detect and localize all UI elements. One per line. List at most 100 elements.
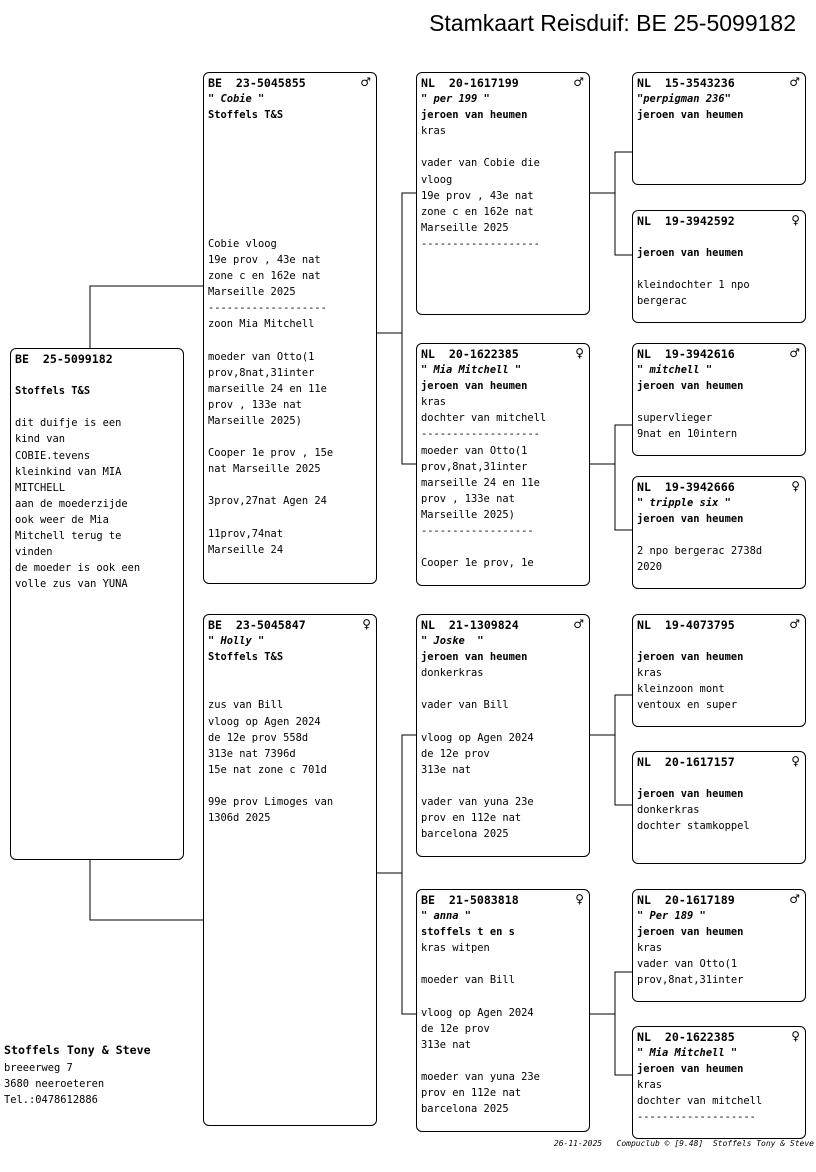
pigeon-name: " mitchell " <box>637 364 713 377</box>
owner-phone: Tel.:0478612886 <box>4 1094 98 1106</box>
pigeon-name: " Joske " <box>421 635 484 648</box>
note-line: Cooper 1e prov, 1e <box>421 557 534 570</box>
note-line: kleinzoon mont <box>637 683 725 696</box>
note-line: vloog <box>421 173 453 186</box>
note-line: de 12e prov <box>421 747 490 760</box>
note-line: vader van Bill <box>421 699 509 712</box>
note-line: prov,8nat,31inter <box>421 460 528 473</box>
note-line: jeroen van heumen <box>637 380 744 393</box>
female-sex-icon: ♀ <box>791 754 800 768</box>
note-line: Cooper 1e prov , 15e <box>208 447 334 460</box>
note-line <box>208 123 372 139</box>
note-line: zone c en 162e nat <box>208 270 321 283</box>
note-line: vloog op Agen 2024 <box>208 715 321 728</box>
note-line: Marseille 24 <box>208 543 284 556</box>
note-line <box>208 665 372 681</box>
note-line: vinden <box>15 546 53 559</box>
note-line <box>421 956 585 972</box>
note-line: 19e prov , 43e nat <box>421 189 534 202</box>
note-line: ook weer de Mia <box>15 513 109 526</box>
note-line <box>421 778 585 794</box>
note-line: moeder van Otto(1 <box>208 350 315 363</box>
ring-number: NL 19-3942666 <box>637 480 735 494</box>
note-line: 2 npo bergerac 2738d <box>637 545 763 558</box>
footer-credit: 26-11-2025 Compuclub © [9.48] Stoffels T… <box>553 1139 814 1148</box>
pigeon-name: " Mia Mitchell " <box>421 364 522 377</box>
note-line <box>208 220 372 236</box>
note-line: kras <box>421 125 447 138</box>
pigeon-card-fmm[interactable]: NL 19-3942666♀ " tripple six " jeroen va… <box>632 476 806 589</box>
pigeon-card-father-father[interactable]: NL 20-1617199♂ " per 199 " jeroen van he… <box>416 72 590 315</box>
male-sex-icon: ♂ <box>573 75 584 89</box>
note-line: kleindochter 1 npo <box>637 279 750 292</box>
note-line: stoffels t en s <box>421 926 515 939</box>
note-line: vader van Otto(1 <box>637 958 738 971</box>
note-line: Marseille 2025 <box>421 221 509 234</box>
pigeon-name: " Holly " <box>208 635 265 648</box>
note-line: 313e nat 7396d <box>208 747 296 760</box>
note-line <box>15 367 179 383</box>
pigeon-card-mother-father[interactable]: NL 21-1309824 ♂ " Joske " jeroen van heum… <box>416 614 590 857</box>
ring-number: NL 19-4073795 <box>637 618 735 632</box>
note-line: vader van Cobie die <box>421 157 540 170</box>
pigeon-card-fmf[interactable]: NL 19-3942616♂ " mitchell " jeroen van h… <box>632 343 806 456</box>
note-line <box>208 172 372 188</box>
note-line: jeroen van heumen <box>637 651 744 664</box>
note-line <box>421 714 585 730</box>
note-line: Stoffels T&S <box>208 651 284 664</box>
pigeon-card-mmf[interactable]: NL 20-1617189♂ " Per 189 " jeroen van he… <box>632 889 806 1002</box>
note-line: 15e nat zone c 701d <box>208 763 327 776</box>
ring-number: BE 23-5045847 <box>208 618 306 632</box>
pigeon-card-mmm[interactable]: NL 20-1622385♀ " Mia Mitchell " jeroen v… <box>632 1026 806 1139</box>
pigeon-name: " Cobie " <box>208 93 265 106</box>
ring-number: NL 21-1309824 <box>421 618 519 632</box>
note-line: jeroen van heumen <box>421 380 528 393</box>
pigeon-card-father-mother[interactable]: NL 20-1622385♀ " Mia Mitchell " jeroen v… <box>416 343 590 586</box>
note-line: marseille 24 en 11e <box>208 382 327 395</box>
male-sex-icon: ♂ <box>573 617 584 631</box>
note-line <box>421 1053 585 1069</box>
note-line <box>421 139 585 155</box>
note-line: supervlieger <box>637 412 713 425</box>
note-line: prov,8nat,31inter <box>637 974 744 987</box>
note-line: jeroen van heumen <box>421 651 528 664</box>
note-line: marseille 24 en 11e <box>421 476 540 489</box>
note-line: de moeder is ook een <box>15 562 141 575</box>
ring-number: NL 19-3942616 <box>637 347 735 361</box>
note-line: nat Marseille 2025 <box>208 463 321 476</box>
note-line: 313e nat <box>421 1038 472 1051</box>
note-line: Cobie vloog <box>208 237 277 250</box>
note-line: dochter van mitchell <box>637 1095 763 1108</box>
note-line: vloog op Agen 2024 <box>421 731 534 744</box>
note-line <box>208 510 372 526</box>
pigeon-name <box>637 633 801 649</box>
note-line: dochter stamkoppel <box>637 820 750 833</box>
note-line: barcelona 2025 <box>421 1103 509 1116</box>
ring-number: NL 20-1617189 <box>637 893 735 907</box>
note-line: donkerkras <box>637 804 700 817</box>
note-line <box>637 394 801 410</box>
female-sex-icon: ♀ <box>575 346 584 360</box>
female-sex-icon: ♀ <box>575 892 584 906</box>
note-line: ------------------- <box>421 428 540 441</box>
note-line: aan de moederzijde <box>15 497 128 510</box>
note-line: kind van <box>15 433 66 446</box>
note-line <box>421 681 585 697</box>
pigeon-card-fff[interactable]: NL 15-3543236♂ "perpigman 236" jeroen va… <box>632 72 806 185</box>
